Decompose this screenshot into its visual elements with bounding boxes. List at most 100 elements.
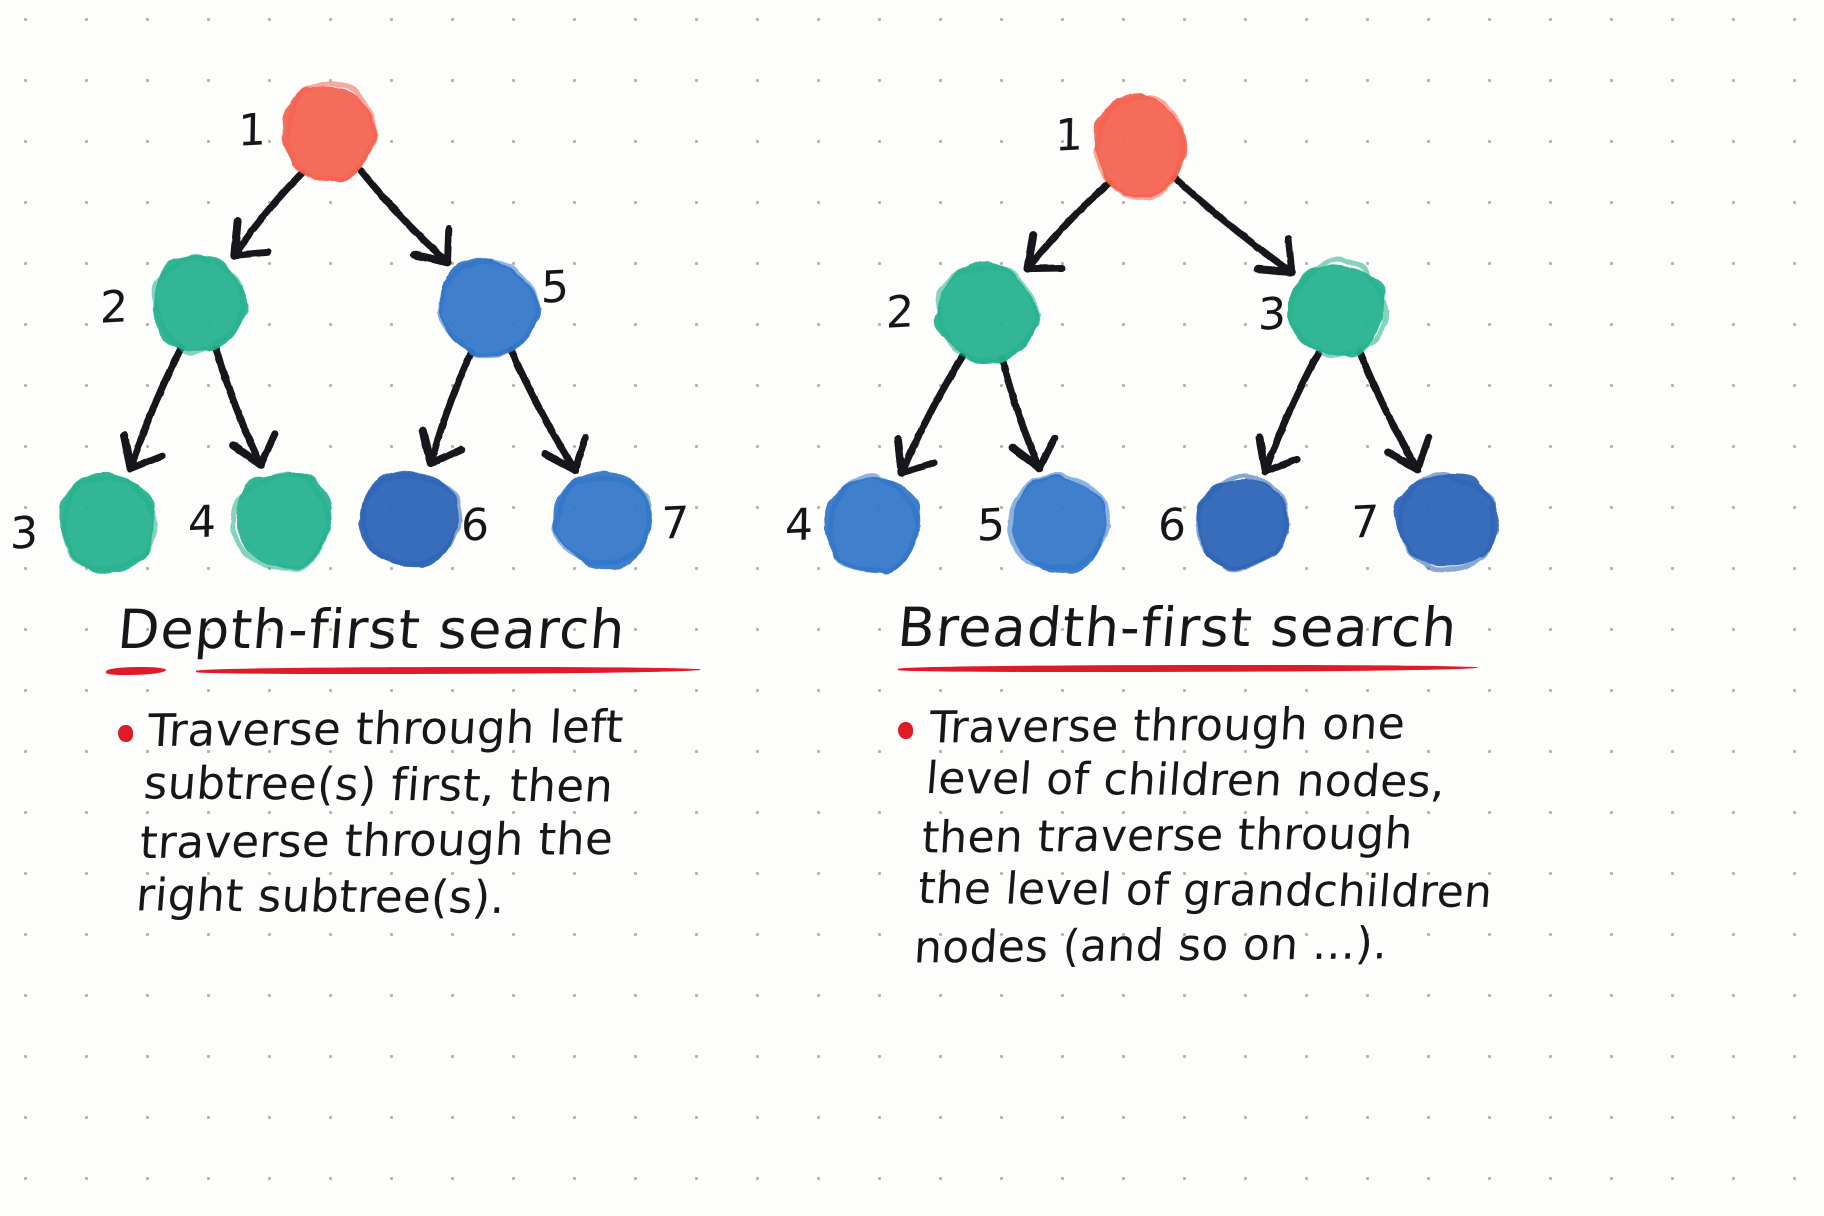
arrowhead-icon xyxy=(1414,433,1433,473)
dfs-caption: Depth-first search Traverse through left… xyxy=(106,598,758,925)
arrowhead-icon xyxy=(427,446,466,468)
arrowhead-icon xyxy=(571,434,589,474)
tree-node-circle[interactable] xyxy=(152,255,250,352)
node-number-label: 4 xyxy=(784,499,814,552)
dfs-line-1: Traverse through left xyxy=(146,699,626,758)
tree-node-circle[interactable] xyxy=(824,476,922,574)
tree-edge xyxy=(127,344,185,472)
tree-edge xyxy=(212,344,265,469)
tree-edge xyxy=(1171,174,1296,276)
arrowhead-icon xyxy=(1284,234,1296,276)
dfs-title-underline-stub xyxy=(106,667,166,675)
node-number-label: 2 xyxy=(99,281,129,334)
bfs-body-text: Traverse through one level of children n… xyxy=(912,698,1506,973)
dfs-title-underline xyxy=(196,667,701,674)
arrowhead-icon xyxy=(257,430,279,469)
node-number-label: 7 xyxy=(1350,496,1380,549)
bfs-line-3: then traverse through xyxy=(920,808,1415,864)
bfs-line-4: the level of grandchildren xyxy=(916,862,1495,919)
tree-node-circle[interactable] xyxy=(1011,474,1108,574)
tree-node-circle[interactable] xyxy=(59,471,155,574)
node-number-label: 7 xyxy=(660,497,690,550)
tree-node-circle[interactable] xyxy=(439,257,543,357)
bfs-line-2: level of children nodes, xyxy=(924,752,1448,808)
arrowhead-icon xyxy=(229,441,265,469)
tree-node-circle[interactable] xyxy=(1093,92,1190,198)
tree-edge xyxy=(1356,348,1422,473)
node-number-label: 1 xyxy=(237,104,267,157)
tree-node-circle[interactable] xyxy=(1393,473,1501,566)
dfs-line-2: subtree(s) first, then xyxy=(142,756,616,813)
bfs-line-1: Traverse through one xyxy=(927,698,1407,754)
node-number-label: 6 xyxy=(460,499,490,552)
arrowhead-icon xyxy=(1008,443,1044,473)
tree-node-rim xyxy=(1007,472,1112,571)
tree-node-rim xyxy=(284,80,380,183)
arrowhead-icon xyxy=(127,452,166,472)
arrowhead-icon xyxy=(230,248,272,259)
tree-node-circle[interactable] xyxy=(933,260,1042,365)
tree-node-circle[interactable] xyxy=(358,470,460,568)
arrowhead-icon xyxy=(1255,433,1270,476)
node-number-label: 6 xyxy=(1157,499,1187,552)
tree-node-rim xyxy=(1195,473,1291,572)
arrowhead-icon xyxy=(1384,448,1422,474)
tree-node-rim xyxy=(1093,94,1187,201)
tree-edge xyxy=(230,169,306,259)
tree-edge xyxy=(1024,179,1113,273)
tree-edges xyxy=(120,166,1433,477)
node-number-label: 3 xyxy=(9,507,39,560)
tree-edge xyxy=(507,346,579,474)
arrowhead-icon xyxy=(1253,265,1296,277)
tree-node-rim xyxy=(1287,256,1390,358)
dfs-line-4: right subtree(s). xyxy=(134,868,508,924)
bfs-caption: Breadth-first search Traverse through on… xyxy=(895,596,1598,974)
arrowhead-icon xyxy=(418,426,435,468)
tree-node-circle[interactable] xyxy=(552,471,654,570)
tree-node-rim xyxy=(551,475,653,566)
tree-node-circle[interactable] xyxy=(1287,264,1386,358)
node-number-label: 4 xyxy=(187,496,217,549)
arrowhead-icon xyxy=(1036,434,1059,472)
tree-node-rim xyxy=(437,258,543,359)
arrowhead-icon xyxy=(1261,455,1301,475)
dfs-title: Depth-first search xyxy=(115,598,629,661)
node-number-label: 2 xyxy=(885,286,915,339)
tree-node-rim xyxy=(1397,471,1496,572)
tree-node-rim xyxy=(61,475,159,573)
node-number-label: 5 xyxy=(976,499,1006,552)
arrowhead-icon xyxy=(230,217,242,260)
arrowhead-icon xyxy=(893,435,906,477)
tree-node-rim xyxy=(229,472,333,572)
node-number-label: 3 xyxy=(1257,288,1287,341)
dfs-body-text: Traverse through left subtree(s) first, … xyxy=(134,699,626,925)
dfs-bullet-row: Traverse through left subtree(s) first, … xyxy=(118,699,758,925)
tree-node-rim xyxy=(827,473,922,574)
tree-edge xyxy=(357,166,451,266)
arrowhead-icon xyxy=(1024,264,1065,273)
tree-edge xyxy=(1261,349,1322,475)
bfs-title: Breadth-first search xyxy=(895,596,1461,659)
tree-node-rim xyxy=(935,265,1042,364)
bfs-bullet-row: Traverse through one level of children n… xyxy=(898,698,1598,974)
arrowhead-icon xyxy=(541,450,580,475)
tree-edge xyxy=(998,355,1044,472)
node-number-label: 5 xyxy=(540,261,570,314)
tree-node-circle[interactable] xyxy=(236,472,333,570)
arrowhead-icon xyxy=(1023,231,1038,273)
tree-node-circle[interactable] xyxy=(281,86,379,183)
tree-edge xyxy=(898,352,967,477)
arrowhead-icon xyxy=(410,250,452,267)
dfs-line-3: traverse through the xyxy=(138,811,615,870)
tree-edge xyxy=(427,349,475,468)
arrowhead-icon xyxy=(898,459,938,477)
arrowhead-icon xyxy=(444,225,453,266)
bfs-line-5: nodes (and so on ...). xyxy=(912,918,1389,974)
node-number-label: 1 xyxy=(1054,109,1084,162)
bullet-dot-icon xyxy=(118,725,133,742)
tree-node-circle[interactable] xyxy=(1196,479,1290,571)
bfs-title-underline xyxy=(898,665,1478,672)
tree-node-rim xyxy=(151,254,247,356)
tree-node-rim xyxy=(360,472,464,567)
